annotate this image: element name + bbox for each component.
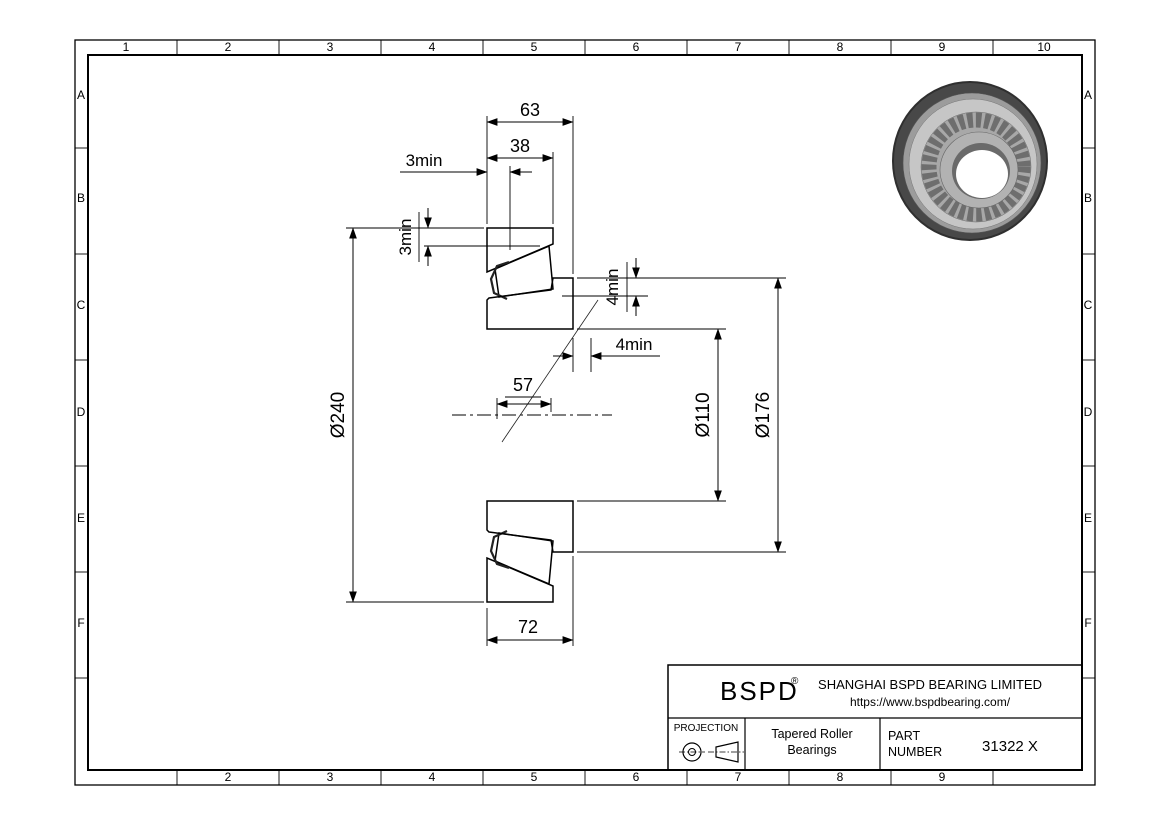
frame-zone-ticks <box>75 40 1095 785</box>
dim-clearance-3min-vertical: 3min <box>396 208 540 266</box>
svg-text:3min: 3min <box>396 219 415 256</box>
product-type-line2: Bearings <box>787 743 836 757</box>
product-type-line1: Tapered Roller <box>771 727 852 741</box>
registered-mark: ® <box>791 676 799 687</box>
title-block: BSPD ® SHANGHAI BSPD BEARING LIMITED htt… <box>667 664 1083 771</box>
grid-top-7: 7 <box>735 40 742 54</box>
grid-top-10: 10 <box>1037 40 1051 54</box>
grid-bottom-2: 2 <box>225 770 232 784</box>
company-logo-text: BSPD <box>720 676 799 706</box>
cup-section-upper <box>486 227 554 274</box>
projection-symbol-icon <box>679 741 744 763</box>
dim-overall-width-72: 72 <box>486 556 574 646</box>
svg-text:57: 57 <box>513 375 533 395</box>
grid-right-f: F <box>1084 616 1091 630</box>
grid-bottom-3: 3 <box>327 770 334 784</box>
part-number-value: 31322 X <box>982 738 1038 755</box>
grid-left-a: A <box>77 88 85 102</box>
svg-text:4min: 4min <box>616 335 653 354</box>
company-name: SHANGHAI BSPD BEARING LIMITED <box>818 677 1042 692</box>
svg-text:Ø110: Ø110 <box>693 392 714 437</box>
roller-upper <box>494 244 554 298</box>
grid-labels: 1 2 3 4 5 6 7 8 9 10 2 3 4 5 6 7 8 9 A B… <box>77 40 1093 784</box>
svg-text:4min: 4min <box>603 269 622 306</box>
dim-bore-diameter-110: Ø110 <box>577 328 726 502</box>
svg-text:38: 38 <box>510 136 530 156</box>
projection-label: PROJECTION <box>674 723 738 734</box>
dim-outer-width-63: 63 <box>486 100 574 274</box>
grid-top-6: 6 <box>633 40 640 54</box>
grid-left-c: C <box>77 298 86 312</box>
grid-bottom-9: 9 <box>939 770 946 784</box>
dim-clearance-3min-horizontal: 3min <box>400 151 532 250</box>
cup-section-lower <box>486 556 554 603</box>
dim-effective-width-57: 57 <box>496 375 552 419</box>
drawing-frame: 1 2 3 4 5 6 7 8 9 10 2 3 4 5 6 7 8 9 A B… <box>74 39 1096 786</box>
grid-top-9: 9 <box>939 40 946 54</box>
cage-lower <box>489 530 510 570</box>
dim-rib-diameter-176: Ø176 <box>577 277 786 553</box>
grid-right-c: C <box>1084 298 1093 312</box>
contact-angle-line <box>501 299 599 443</box>
grid-top-2: 2 <box>225 40 232 54</box>
svg-text:63: 63 <box>520 100 540 120</box>
dim-clearance-4min-horizontal: 4min <box>553 335 660 372</box>
svg-text:3min: 3min <box>406 151 443 170</box>
grid-bottom-6: 6 <box>633 770 640 784</box>
grid-left-b: B <box>77 191 85 205</box>
grid-right-e: E <box>1084 511 1092 525</box>
grid-right-d: D <box>1084 405 1093 419</box>
grid-top-8: 8 <box>837 40 844 54</box>
dim-cup-width-38: 38 <box>486 136 554 224</box>
svg-text:Ø240: Ø240 <box>328 392 349 438</box>
grid-top-3: 3 <box>327 40 334 54</box>
cone-section-upper <box>486 277 574 330</box>
grid-bottom-8: 8 <box>837 770 844 784</box>
grid-bottom-7: 7 <box>735 770 742 784</box>
grid-top-5: 5 <box>531 40 538 54</box>
grid-top-4: 4 <box>429 40 436 54</box>
grid-bottom-5: 5 <box>531 770 538 784</box>
grid-left-e: E <box>77 511 85 525</box>
bearing-3d-view <box>892 81 1048 241</box>
dim-clearance-4min-vertical: 4min <box>562 258 648 316</box>
roller-lower <box>494 532 554 586</box>
company-website: https://www.bspdbearing.com/ <box>850 695 1011 709</box>
rollers-3d <box>921 112 1031 222</box>
grid-right-b: B <box>1084 191 1092 205</box>
svg-text:72: 72 <box>518 617 538 637</box>
grid-bottom-4: 4 <box>429 770 436 784</box>
bore-hole-3d <box>956 150 1008 198</box>
bearing-section-view <box>452 227 612 603</box>
grid-left-f: F <box>77 616 84 630</box>
grid-top-1: 1 <box>123 40 130 54</box>
cage-upper <box>489 260 510 300</box>
dimensions: 63 38 3min 3min 4min <box>328 100 786 646</box>
svg-text:Ø176: Ø176 <box>753 392 774 438</box>
grid-left-d: D <box>77 405 86 419</box>
grid-right-a: A <box>1084 88 1092 102</box>
cone-section-lower <box>486 500 574 553</box>
part-number-label-line2: NUMBER <box>888 745 942 759</box>
part-number-label-line1: PART <box>888 729 921 743</box>
dim-outer-diameter-240: Ø240 <box>328 227 484 603</box>
